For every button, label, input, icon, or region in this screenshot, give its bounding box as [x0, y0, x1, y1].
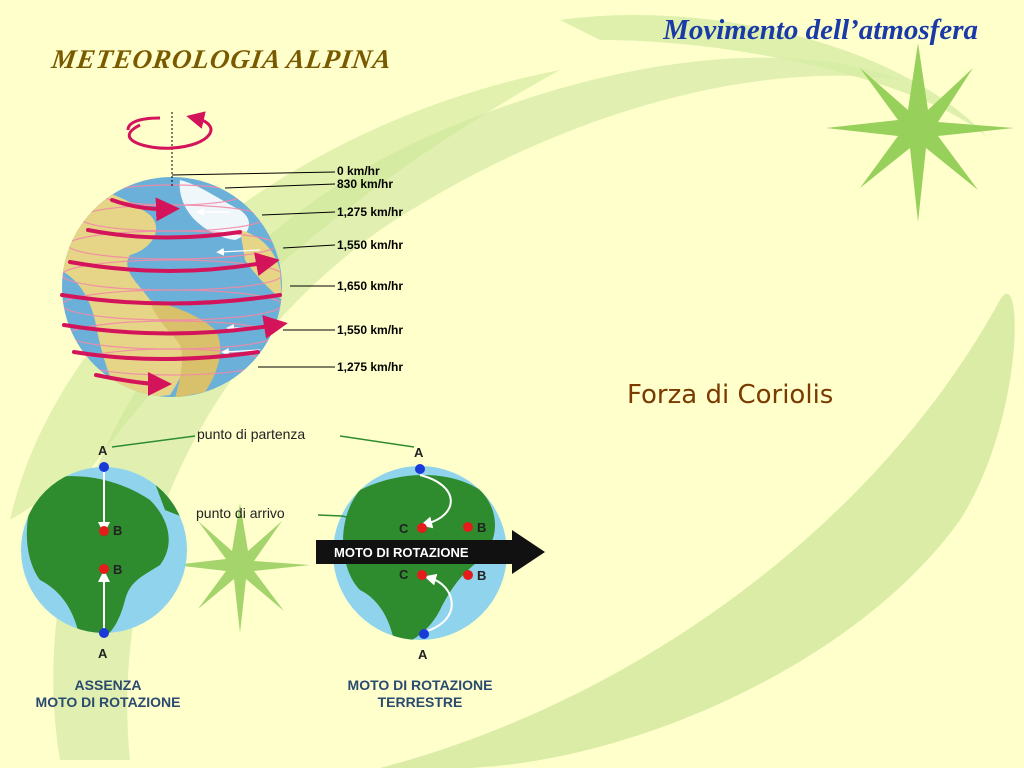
- caption-left-line1: ASSENZA: [75, 677, 142, 693]
- speed-leader-lines: [171, 171, 336, 368]
- point-b-left-top: B: [113, 523, 122, 538]
- start-point-label: punto di partenza: [197, 426, 305, 442]
- point-b-right-top: B: [477, 520, 486, 535]
- point-c-right-top: C: [399, 521, 409, 536]
- point-a-left-top: A: [98, 443, 108, 458]
- star-decoration-small: [174, 503, 310, 633]
- speed-label-1275-south: 1,275 km/hr: [337, 360, 403, 374]
- point-b-right-bottom: B: [477, 568, 486, 583]
- point-c-right-bottom: C: [399, 567, 409, 582]
- rotating-earth-globe: [60, 111, 288, 397]
- point-b-left-bottom: B: [113, 562, 122, 577]
- speed-label-equator: 1,650 km/hr: [337, 279, 403, 293]
- page-title-right: Movimento dell’atmosfera: [663, 14, 978, 46]
- point-a-left-bottom: A: [98, 646, 108, 661]
- label-connectors: [111, 435, 415, 529]
- point-a-right-bottom: A: [418, 647, 428, 662]
- globe-no-rotation: [21, 462, 187, 638]
- caption-right-line1: MOTO DI ROTAZIONE: [348, 677, 493, 693]
- speed-label-830: 830 km/hr: [337, 177, 393, 191]
- star-decoration-large: [826, 43, 1014, 222]
- speed-label-pole: 0 km/hr: [337, 164, 380, 178]
- speed-label-1550-south: 1,550 km/hr: [337, 323, 403, 337]
- speed-label-1550-north: 1,550 km/hr: [337, 238, 403, 252]
- point-a-right-top: A: [414, 445, 424, 460]
- speed-label-1275-north: 1,275 km/hr: [337, 205, 403, 219]
- caption-right-line2: TERRESTRE: [378, 694, 463, 710]
- rotation-banner-label: MOTO DI ROTAZIONE: [334, 545, 469, 560]
- end-point-label: punto di arrivo: [196, 505, 285, 521]
- caption-left-line2: MOTO DI ROTAZIONE: [36, 694, 181, 710]
- slide-subtitle: Forza di Coriolis: [627, 380, 834, 410]
